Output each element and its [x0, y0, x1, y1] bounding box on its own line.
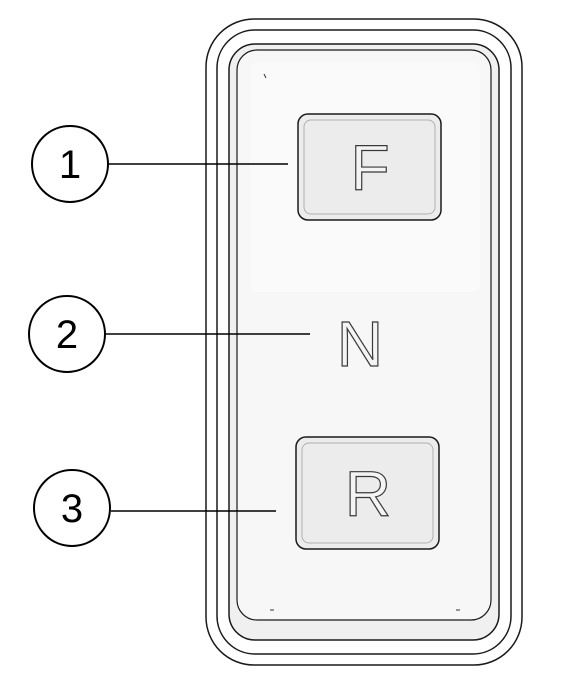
callout-number-2: 2 [56, 313, 78, 357]
reverse-letter: R [345, 458, 391, 530]
callout-number-3: 3 [61, 487, 83, 531]
neutral-position: N [336, 307, 383, 380]
callout-2: 2 [28, 295, 310, 373]
neutral-letter: N [337, 308, 383, 380]
forward-key: F [297, 113, 442, 221]
callout-1: 1 [31, 125, 288, 203]
callout-number-1: 1 [59, 143, 81, 187]
callout-3: 3 [33, 469, 276, 547]
forward-letter: F [350, 132, 389, 204]
reverse-key: R [295, 436, 440, 550]
